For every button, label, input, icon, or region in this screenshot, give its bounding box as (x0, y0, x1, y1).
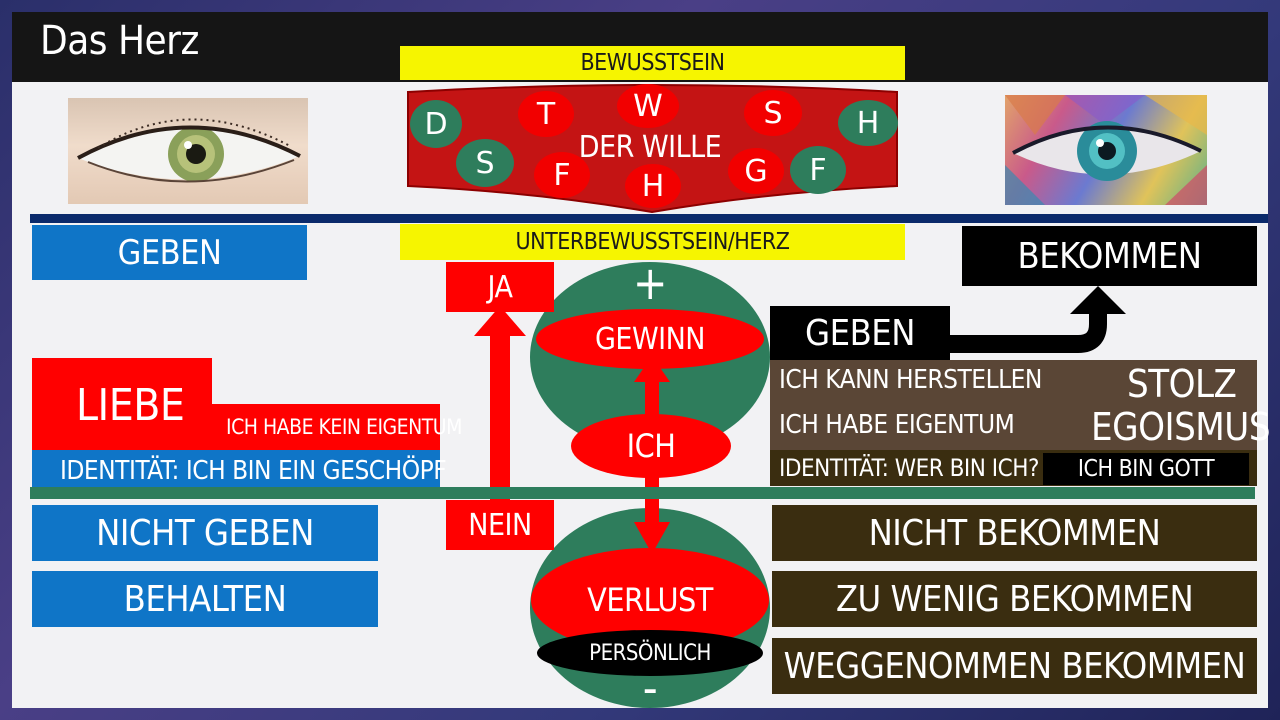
behalten-box: BEHALTEN (32, 571, 378, 627)
zu-wenig-bekommen-box: ZU WENIG BEKOMMEN (772, 571, 1257, 627)
ja-box: JA (446, 262, 554, 312)
right-identitaet-label: IDENTITÄT: WER BIN ICH? (779, 454, 1039, 482)
persoenlich-oval: PERSÖNLICH (537, 630, 763, 676)
letter-circle-t: T (518, 91, 574, 137)
letter-circle-s-left: S (456, 139, 514, 187)
nein-to-ja-arrow (474, 306, 526, 502)
letter-circle-h-bottom: H (625, 164, 681, 208)
weggenommen-bekommen-box: WEGGENOMMEN BEKOMMEN (772, 638, 1257, 694)
left-eye-image (68, 98, 308, 204)
letter-circle-f-right: F (790, 146, 846, 194)
der-wille-label: DER WILLE (578, 129, 722, 165)
letter-circle-w: W (617, 84, 679, 128)
nicht-geben-box: NICHT GEBEN (32, 505, 378, 561)
ich-bin-gott-box: ICH BIN GOTT (1043, 453, 1249, 485)
ich-oval: ICH (571, 414, 731, 478)
letter-circle-g: G (728, 148, 784, 194)
herstellen-label: ICH KANN HERSTELLEN (779, 365, 1042, 395)
nein-box: NEIN (446, 500, 554, 550)
kein-eigentum-label: ICH HABE KEIN EIGENTUM (226, 415, 462, 439)
liebe-label: LIEBE (76, 380, 185, 431)
slide-title: Das Herz (40, 18, 199, 64)
middle-divider (30, 487, 1255, 499)
gewinn-oval: GEWINN (536, 309, 764, 369)
left-identitaet-box: IDENTITÄT: ICH BIN EIN GESCHÖPF (32, 450, 447, 488)
top-divider (30, 214, 1268, 223)
eigentum-label: ICH HABE EIGENTUM (779, 410, 1015, 440)
left-geben-box: GEBEN (32, 225, 307, 280)
stolz-label: STOLZ (1127, 362, 1237, 406)
bekommen-box: BEKOMMEN (962, 226, 1257, 286)
nicht-bekommen-box: NICHT BEKOMMEN (772, 505, 1257, 561)
letter-circle-h-right: H (838, 100, 898, 146)
plus-sign: + (632, 256, 668, 310)
letter-circle-f-left: F (534, 152, 590, 198)
egoismus-label: EGOISMUS (1091, 405, 1271, 449)
right-eye-image (1005, 95, 1207, 205)
letter-circle-s-top: S (744, 90, 802, 136)
geben-to-bekommen-arrow (948, 286, 1126, 353)
verlust-oval: VERLUST (531, 548, 769, 652)
liebe-box-background (32, 358, 212, 450)
right-geben-box: GEBEN (770, 306, 950, 360)
bewusstsein-label: BEWUSSTSEIN (400, 46, 905, 80)
kein-eigentum-background (200, 404, 440, 450)
letter-circle-d: D (410, 100, 462, 148)
unterbewusstsein-label: UNTERBEWUSSTSEIN/HERZ (400, 224, 905, 260)
